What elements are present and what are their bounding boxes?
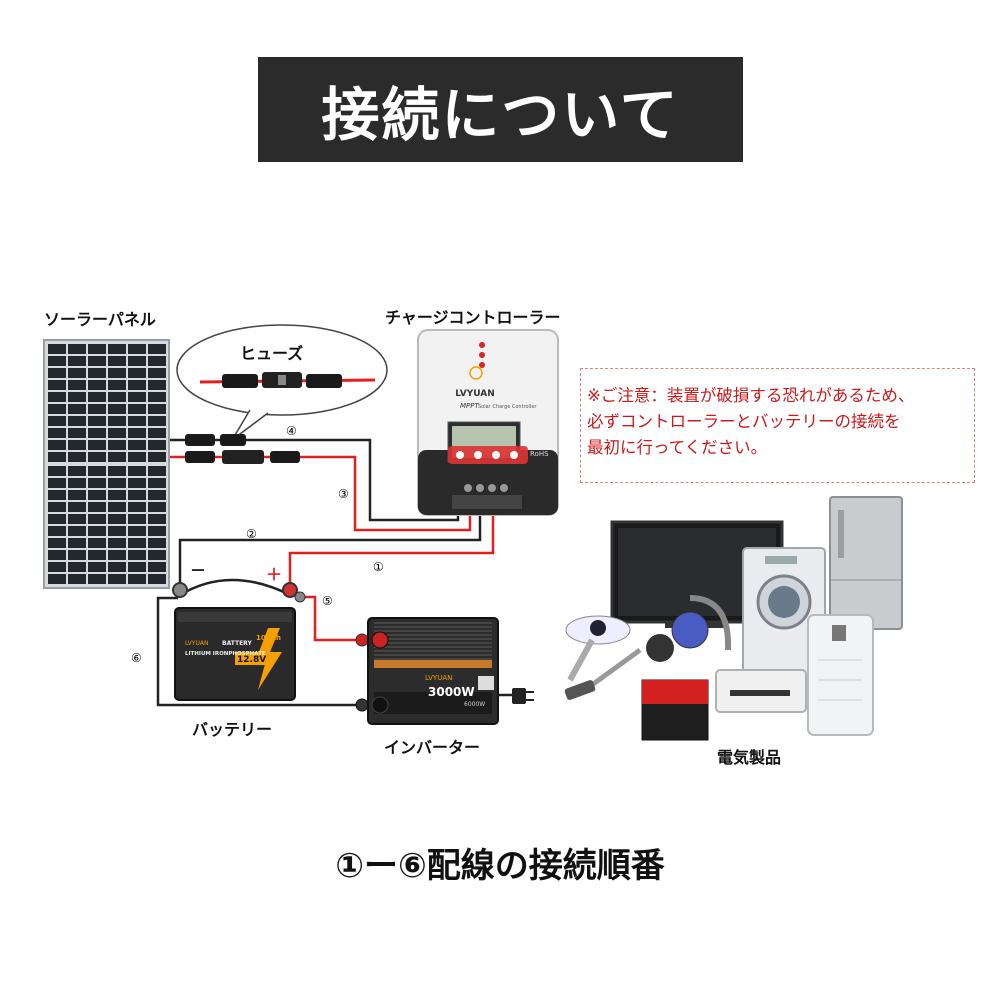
charge-controller-label: チャージコントローラー bbox=[385, 308, 561, 327]
wire-number-4: ④ bbox=[286, 424, 297, 438]
minus-sign: － bbox=[190, 561, 206, 580]
battery-label: バッテリー bbox=[192, 720, 273, 739]
mc4-connectors bbox=[185, 434, 300, 464]
notice-line-2: 必ずコントローラーとバッテリーの接続を bbox=[587, 412, 901, 431]
inverter-brand: LVYUAN bbox=[425, 674, 452, 682]
plus-sign: ＋ bbox=[266, 565, 282, 584]
wires bbox=[156, 438, 495, 707]
wire-number-1: ① bbox=[373, 560, 384, 574]
inverter: LVYUAN 3000W 6000W bbox=[367, 617, 534, 725]
inverter-power: 3000W bbox=[428, 685, 475, 699]
wire-number-2: ② bbox=[246, 527, 257, 541]
wire-number-3: ③ bbox=[338, 487, 349, 501]
page-title: 接続について bbox=[258, 57, 743, 162]
appliances-label: 電気製品 bbox=[717, 748, 782, 767]
terminals bbox=[172, 582, 369, 712]
battery-voltage: 12.8V bbox=[237, 655, 266, 665]
controller-brand: LVYUAN bbox=[455, 389, 495, 399]
appliances-group bbox=[564, 496, 903, 741]
controller-model: MPPT bbox=[460, 402, 479, 410]
wire-number-5: ⑤ bbox=[322, 594, 333, 608]
battery-line1: BATTERY bbox=[222, 640, 252, 647]
notice-line-1: ※ご注意：装置が破損する恐れがあるため、 bbox=[587, 386, 915, 405]
battery: LVYUAN BATTERY LITHIUM IRONPHOSPHATE 12.… bbox=[174, 607, 296, 701]
charge-controller: LVYUAN MPPT Solar Charge Controller RoHS bbox=[417, 329, 559, 516]
solar-panel-label: ソーラーパネル bbox=[44, 310, 156, 329]
caution-notice: ※ご注意：装置が破損する恐れがあるため、 必ずコントローラーとバッテリーの接続を… bbox=[580, 368, 975, 483]
wiring-order-caption: ①ー⑥配線の接続順番 bbox=[335, 846, 665, 886]
controller-subtitle: Solar Charge Controller bbox=[478, 404, 537, 410]
battery-capacity: 100Ah bbox=[256, 634, 281, 642]
solar-panel bbox=[43, 339, 170, 589]
controller-badge: RoHS bbox=[530, 450, 549, 458]
wire-numbers: ① ② ③ ④ ⑤ ⑥ bbox=[131, 424, 384, 665]
fuse-callout bbox=[176, 324, 388, 441]
battery-line2: LITHIUM IRONPHOSPHATE bbox=[185, 651, 266, 657]
fuse-label: ヒューズ bbox=[240, 344, 304, 363]
wire-number-6: ⑥ bbox=[131, 651, 142, 665]
inverter-peak: 6000W bbox=[464, 701, 485, 708]
inverter-label: インバーター bbox=[384, 738, 481, 757]
battery-brand: LVYUAN bbox=[185, 640, 208, 647]
notice-line-3: 最初に行ってください。 bbox=[587, 438, 768, 457]
